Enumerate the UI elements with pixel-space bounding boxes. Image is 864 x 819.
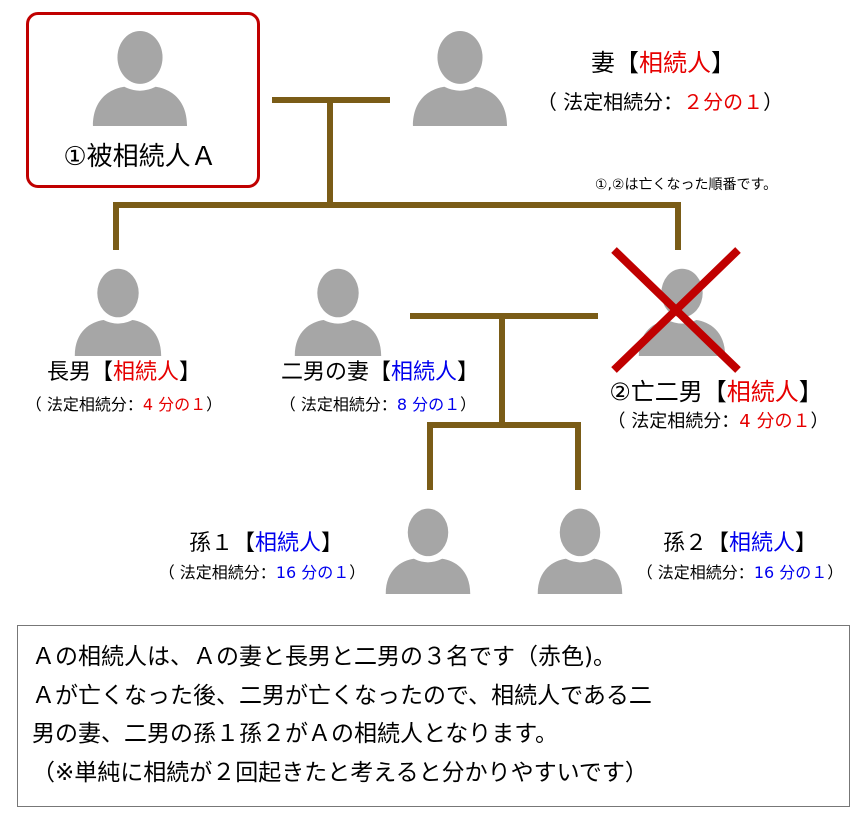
bracket: 【	[706, 531, 729, 556]
person-name: 孫２	[662, 531, 707, 556]
decedent-frame	[26, 12, 260, 188]
deceased-cross-icon	[611, 247, 741, 373]
grandchild2-share: （ 法定相続分：16 分の１）	[637, 565, 844, 581]
person-icon	[536, 504, 624, 596]
share-value: 16 分の１	[275, 563, 350, 582]
bracket: 【	[90, 360, 113, 385]
child-drop-line	[427, 422, 433, 490]
children-line	[113, 202, 681, 208]
share-prefix: （ 法定相続分：	[636, 563, 754, 582]
descent-line	[499, 313, 505, 425]
person-name: 長男	[46, 360, 91, 385]
share-suffix: ）	[460, 395, 477, 414]
heir-role: 相続人	[639, 49, 711, 77]
grandchild2-label: 孫２【相続人】	[663, 533, 817, 555]
person-icon	[384, 504, 472, 596]
share-value: 4 分の１	[142, 395, 207, 414]
explanation-line: 男の妻、二男の孫１孫２がＡの相続人となります。	[32, 721, 559, 747]
share-prefix: （ 法定相続分：	[25, 395, 143, 414]
second-son-wife-share: （ 法定相続分：8 分の１）	[280, 397, 476, 413]
person-icon	[90, 28, 190, 126]
decedent-label: ①被相続人Ａ	[63, 142, 217, 172]
bracket: 【	[368, 360, 391, 385]
bracket: 【	[702, 378, 727, 406]
person-icon	[410, 28, 510, 126]
heir-role: 相続人	[726, 378, 799, 406]
heir-role: 相続人	[729, 531, 796, 556]
grandchildren-line	[427, 422, 581, 428]
bracket: 【	[232, 531, 255, 556]
second-son-label: ②亡二男【相続人】	[609, 380, 823, 404]
share-suffix: ）	[763, 90, 784, 114]
share-value: 16 分の１	[753, 563, 828, 582]
bracket: 】	[711, 49, 735, 77]
bracket: 】	[798, 378, 823, 406]
share-suffix: ）	[810, 411, 829, 432]
bracket: 】	[321, 531, 344, 556]
heir-role: 相続人	[391, 360, 458, 385]
explanation-box: Ａの相続人は、Ａの妻と長男と二男の３名です（赤色)。 Ａが亡くなった後、二男が亡…	[17, 625, 850, 807]
descent-line	[327, 97, 333, 208]
eldest-son-label: 長男【相続人】	[47, 362, 201, 384]
heir-role: 相続人	[113, 360, 180, 385]
person-name: ②亡二男	[609, 378, 703, 406]
share-prefix: （ 法定相続分：	[158, 563, 276, 582]
share-value: ２分の１	[683, 90, 764, 114]
wife-label: 妻【相続人】	[591, 51, 735, 75]
person-name: 二男の妻	[280, 360, 369, 385]
second-son-wife-label: 二男の妻【相続人】	[281, 362, 479, 384]
share-suffix: ）	[827, 563, 844, 582]
child-drop-line	[675, 202, 681, 250]
person-icon	[292, 266, 384, 356]
eldest-son-share: （ 法定相続分：4 分の１）	[26, 397, 222, 413]
explanation-line: Ａの相続人は、Ａの妻と長男と二男の３名です（赤色)。	[32, 644, 616, 670]
bracket: 】	[457, 360, 480, 385]
share-suffix: ）	[206, 395, 223, 414]
share-value: 8 分の１	[396, 395, 461, 414]
bracket: 【	[615, 49, 639, 77]
child-drop-line	[113, 202, 119, 250]
person-name: 孫１	[188, 531, 233, 556]
child-drop-line	[575, 422, 581, 490]
bracket: 】	[795, 531, 818, 556]
grandchild1-share: （ 法定相続分：16 分の１）	[159, 565, 366, 581]
grandchild1-label: 孫１【相続人】	[189, 533, 343, 555]
share-suffix: ）	[349, 563, 366, 582]
share-prefix: （ 法定相続分：	[607, 411, 740, 432]
explanation-line: （※単純に相続が２回起きたと考えると分かりやすいです）	[32, 759, 648, 786]
person-icon	[72, 266, 164, 356]
share-value: 4 分の１	[739, 411, 811, 432]
explanation-line: Ａが亡くなった後、二男が亡くなったので、相続人である二	[32, 682, 652, 709]
bracket: 】	[179, 360, 202, 385]
heir-role: 相続人	[255, 531, 322, 556]
share-prefix: （ 法定相続分：	[279, 395, 397, 414]
second-son-share: （ 法定相続分：4 分の１）	[608, 413, 829, 431]
share-prefix: （ 法定相続分：	[536, 90, 684, 114]
wife-share: （ 法定相続分：２分の１）	[537, 92, 783, 112]
person-name: 妻	[591, 49, 615, 77]
order-note: ①,②は亡くなった順番です。	[594, 177, 778, 193]
